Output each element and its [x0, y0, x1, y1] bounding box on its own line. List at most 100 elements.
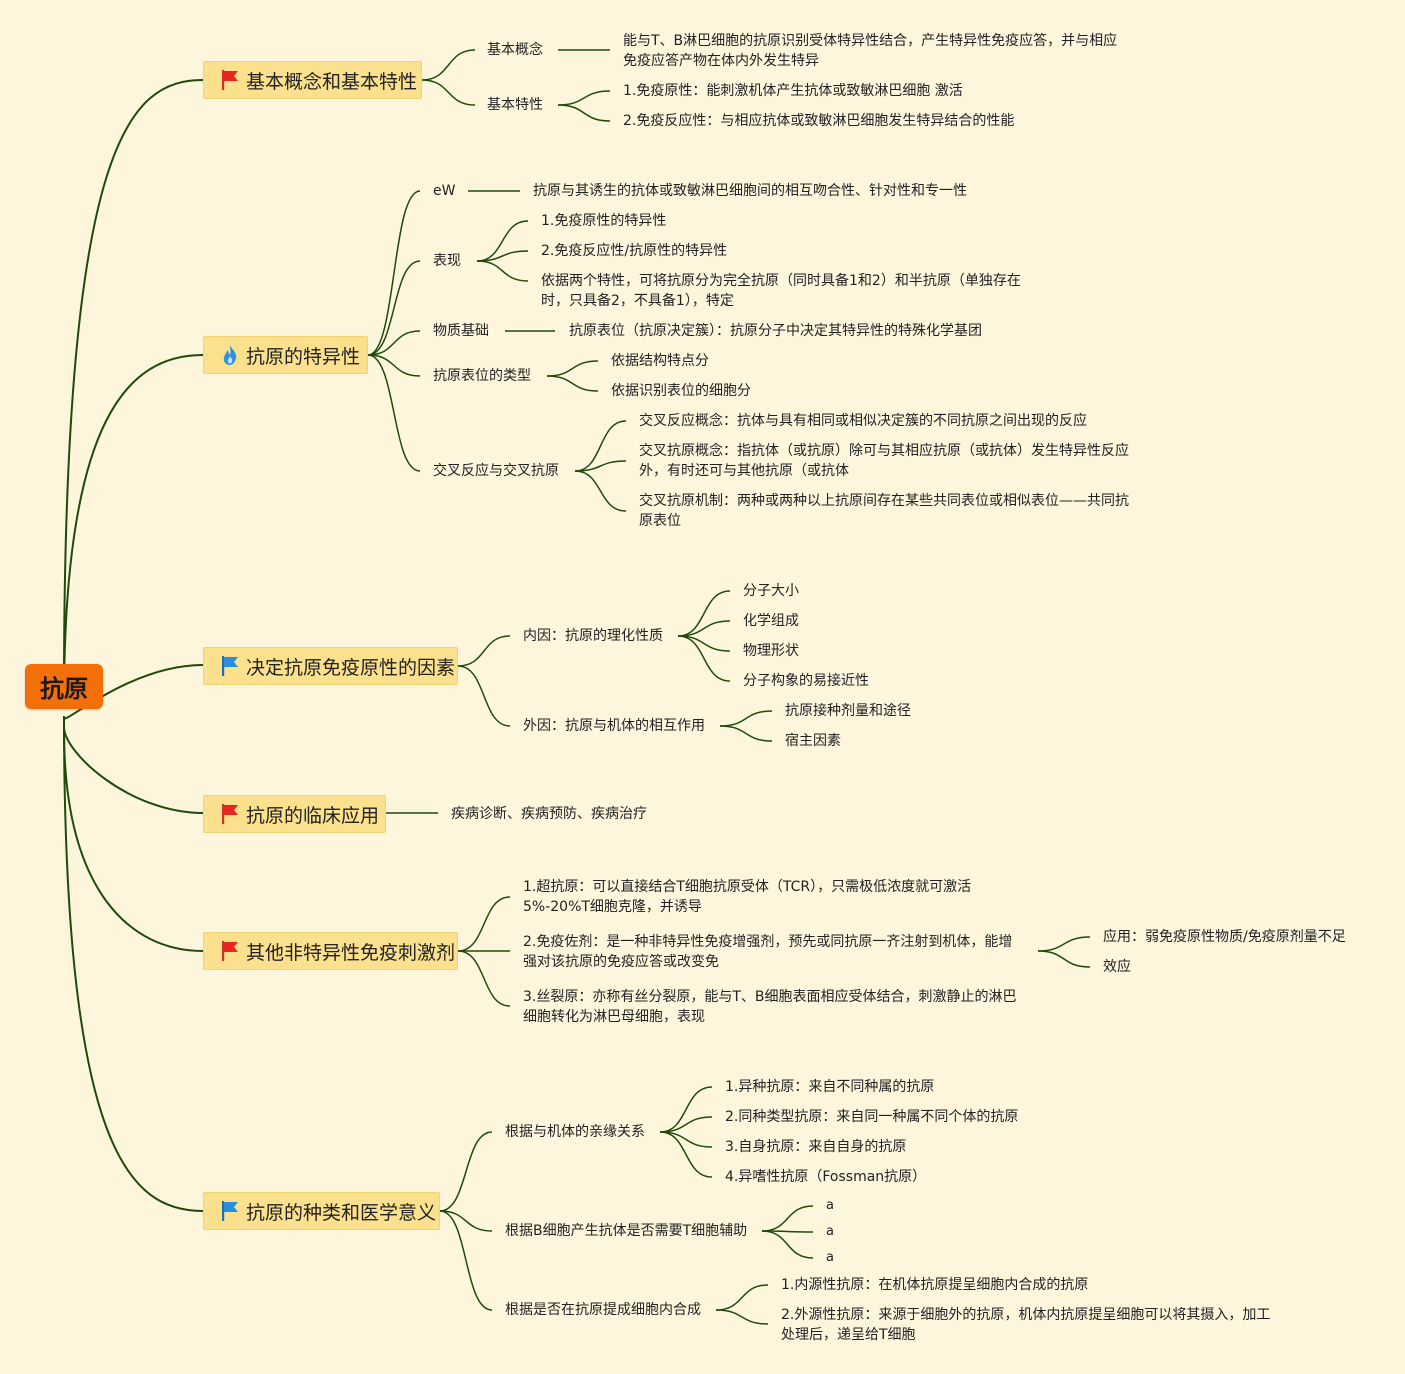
connector	[677, 620, 731, 637]
node-expression-item[interactable]: 2.免疫反应性/抗原性的特异性	[541, 243, 728, 259]
branch-specificity[interactable]: 抗原的特异性	[203, 336, 368, 374]
node-kinship-item[interactable]: 1.异种抗原：来自不同种属的抗原	[725, 1079, 935, 1095]
connector	[719, 725, 773, 742]
connector	[457, 635, 511, 667]
connector	[367, 354, 421, 377]
node-synthesis[interactable]: 根据是否在抗原提成细胞内合成	[505, 1302, 701, 1318]
connector	[63, 664, 204, 720]
connector	[1037, 950, 1091, 968]
connector	[761, 1205, 814, 1232]
node-ew-text[interactable]: 抗原与其诱生的抗体或致敏淋巴细胞间的相互吻合性、针对性和专一性	[533, 183, 967, 199]
connector	[761, 1230, 814, 1259]
node-synthesis-item[interactable]: 2.外源性抗原：来源于细胞外的抗原，机体内抗原提呈细胞可以将其摄入，加工处理后，…	[781, 1307, 1271, 1343]
node-material-basis[interactable]: 物质基础	[433, 323, 489, 339]
node-kinship-item[interactable]: 2.同种类型抗原：来自同一种属不同个体的抗原	[725, 1109, 1019, 1125]
branch-clinical-application[interactable]: 抗原的临床应用	[203, 795, 386, 833]
connector	[715, 1284, 769, 1311]
node-tcell-item[interactable]: a	[826, 1198, 834, 1213]
node-property-item[interactable]: 1.免疫原性：能刺激机体产生抗体或致敏淋巴细胞 激活	[623, 83, 963, 99]
node-epitope-types[interactable]: 抗原表位的类型	[433, 368, 531, 384]
connector	[63, 726, 204, 814]
node-cross-item[interactable]: 交叉抗原机制：两种或两种以上抗原间存在某些共同表位或相似表位——共同抗原表位	[639, 493, 1129, 529]
node-kinship-item[interactable]: 4.异嗜性抗原（Fossman抗原）	[725, 1169, 927, 1185]
branch-label: 其他非特异性免疫刺激剂	[246, 941, 456, 964]
branch-label: 抗原的特异性	[246, 345, 361, 368]
node-epitope-item[interactable]: 依据识别表位的细胞分	[611, 383, 751, 399]
branch-label: 抗原的临床应用	[246, 804, 380, 827]
node-property-item[interactable]: 2.免疫反应性：与相应抗体或致敏淋巴细胞发生特异结合的性能	[623, 113, 1015, 129]
node-adjuvant-item[interactable]: 应用：弱免疫原性物质/免疫原剂量不足	[1103, 929, 1346, 945]
node-internal-item[interactable]: 分子构象的易接近性	[743, 673, 869, 689]
connector	[367, 260, 421, 356]
blue-flag-icon	[220, 655, 240, 677]
node-expression-item[interactable]: 依据两个特性，可将抗原分为完全抗原（同时具备1和2）和半抗原（单独存在时，只具备…	[541, 273, 1021, 309]
node-mitogen[interactable]: 3.丝裂原：亦称有丝分裂原，能与T、B细胞表面相应受体结合，刺激静止的淋巴细胞转…	[523, 989, 1017, 1025]
connector	[659, 1131, 713, 1178]
node-epitope-item[interactable]: 依据结构特点分	[611, 353, 709, 369]
node-superantigen[interactable]: 1.超抗原：可以直接结合T细胞抗原受体（TCR），只需极低浓度就可激活5%-20…	[523, 879, 972, 915]
node-expression-item[interactable]: 1.免疫原性的特异性	[541, 213, 667, 229]
connector	[367, 190, 421, 356]
connector	[63, 79, 204, 688]
node-kinship[interactable]: 根据与机体的亲缘关系	[505, 1124, 645, 1140]
node-tcell-item[interactable]: a	[826, 1224, 834, 1239]
node-basic-concept[interactable]: 基本概念	[487, 42, 543, 58]
connector	[574, 460, 627, 472]
fire-icon	[220, 344, 240, 366]
node-adjuvant-item[interactable]: 效应	[1103, 959, 1131, 975]
node-basis-text[interactable]: 抗原表位（抗原决定簇）：抗原分子中决定其特异性的特殊化学基团	[569, 323, 982, 339]
node-basic-property[interactable]: 基本特性	[487, 97, 543, 113]
connector	[439, 1210, 493, 1232]
connector	[63, 715, 204, 1212]
node-internal-item[interactable]: 物理形状	[743, 643, 799, 659]
connector	[719, 710, 773, 727]
node-cross-reaction[interactable]: 交叉反应与交叉抗原	[433, 463, 559, 479]
node-kinship-item[interactable]: 3.自身抗原：来自自身的抗原	[725, 1139, 907, 1155]
node-external-item[interactable]: 抗原接种剂量和途径	[785, 703, 911, 719]
red-flag-icon	[220, 69, 240, 91]
connector	[421, 49, 476, 81]
node-external-factor[interactable]: 外因：抗原与机体的相互作用	[523, 718, 705, 734]
connector	[557, 90, 611, 106]
connector	[659, 1131, 713, 1148]
node-expression[interactable]: 表现	[433, 253, 461, 269]
connector	[677, 635, 731, 682]
node-cross-item[interactable]: 交叉抗原概念：指抗体（或抗原）除可与其相应抗原（或抗体）发生特异性反应外，有时还…	[639, 443, 1129, 479]
connector	[457, 896, 511, 952]
branch-antigen-types[interactable]: 抗原的种类和医学意义	[203, 1192, 440, 1230]
connector	[574, 420, 627, 472]
node-internal-item[interactable]: 化学组成	[743, 613, 799, 629]
connector	[659, 1086, 713, 1133]
node-tcell-help[interactable]: 根据B细胞产生抗体是否需要T细胞辅助	[505, 1223, 748, 1239]
branch-basic-concepts[interactable]: 基本概念和基本特性	[203, 61, 422, 99]
blue-flag-icon	[220, 1200, 240, 1222]
connector	[476, 250, 529, 262]
connector	[677, 635, 731, 652]
node-clinical-text[interactable]: 疾病诊断、疾病预防、疾病治疗	[451, 806, 647, 822]
node-ew[interactable]: eW	[433, 183, 456, 199]
node-synthesis-item[interactable]: 1.内源性抗原：在机体抗原提呈细胞内合成的抗原	[781, 1277, 1089, 1293]
red-flag-icon	[220, 940, 240, 962]
branch-label: 抗原的种类和医学意义	[246, 1201, 437, 1224]
node-internal-factor[interactable]: 内因：抗原的理化性质	[523, 628, 663, 644]
branch-label: 基本概念和基本特性	[246, 70, 418, 93]
node-concept-text[interactable]: 能与T、B淋巴细胞的抗原识别受体特异性结合，产生特异性免疫应答，并与相应免疫应答…	[623, 33, 1118, 69]
connector	[715, 1309, 769, 1325]
connector	[457, 950, 511, 1007]
connector	[677, 590, 731, 637]
connector	[574, 470, 627, 512]
node-cross-item[interactable]: 交叉反应概念：抗体与具有相同或相似决定簇的不同抗原之间出现的反应	[639, 413, 1087, 429]
connector	[1037, 936, 1091, 952]
root-node[interactable]: 抗原	[25, 664, 103, 709]
connector	[476, 220, 529, 262]
branch-immunogenicity-factors[interactable]: 决定抗原免疫原性的因素	[203, 647, 458, 685]
connector	[63, 729, 204, 952]
node-internal-item[interactable]: 分子大小	[743, 583, 799, 599]
connector	[439, 1210, 493, 1311]
connector	[557, 104, 611, 122]
node-tcell-item[interactable]: a	[826, 1250, 834, 1265]
node-external-item[interactable]: 宿主因素	[785, 733, 841, 749]
branch-nonspecific-stimulants[interactable]: 其他非特异性免疫刺激剂	[203, 932, 458, 970]
node-adjuvant[interactable]: 2.免疫佐剂：是一种非特异性免疫增强剂，预先或同抗原一齐注射到机体，能增强对该抗…	[523, 934, 1013, 970]
